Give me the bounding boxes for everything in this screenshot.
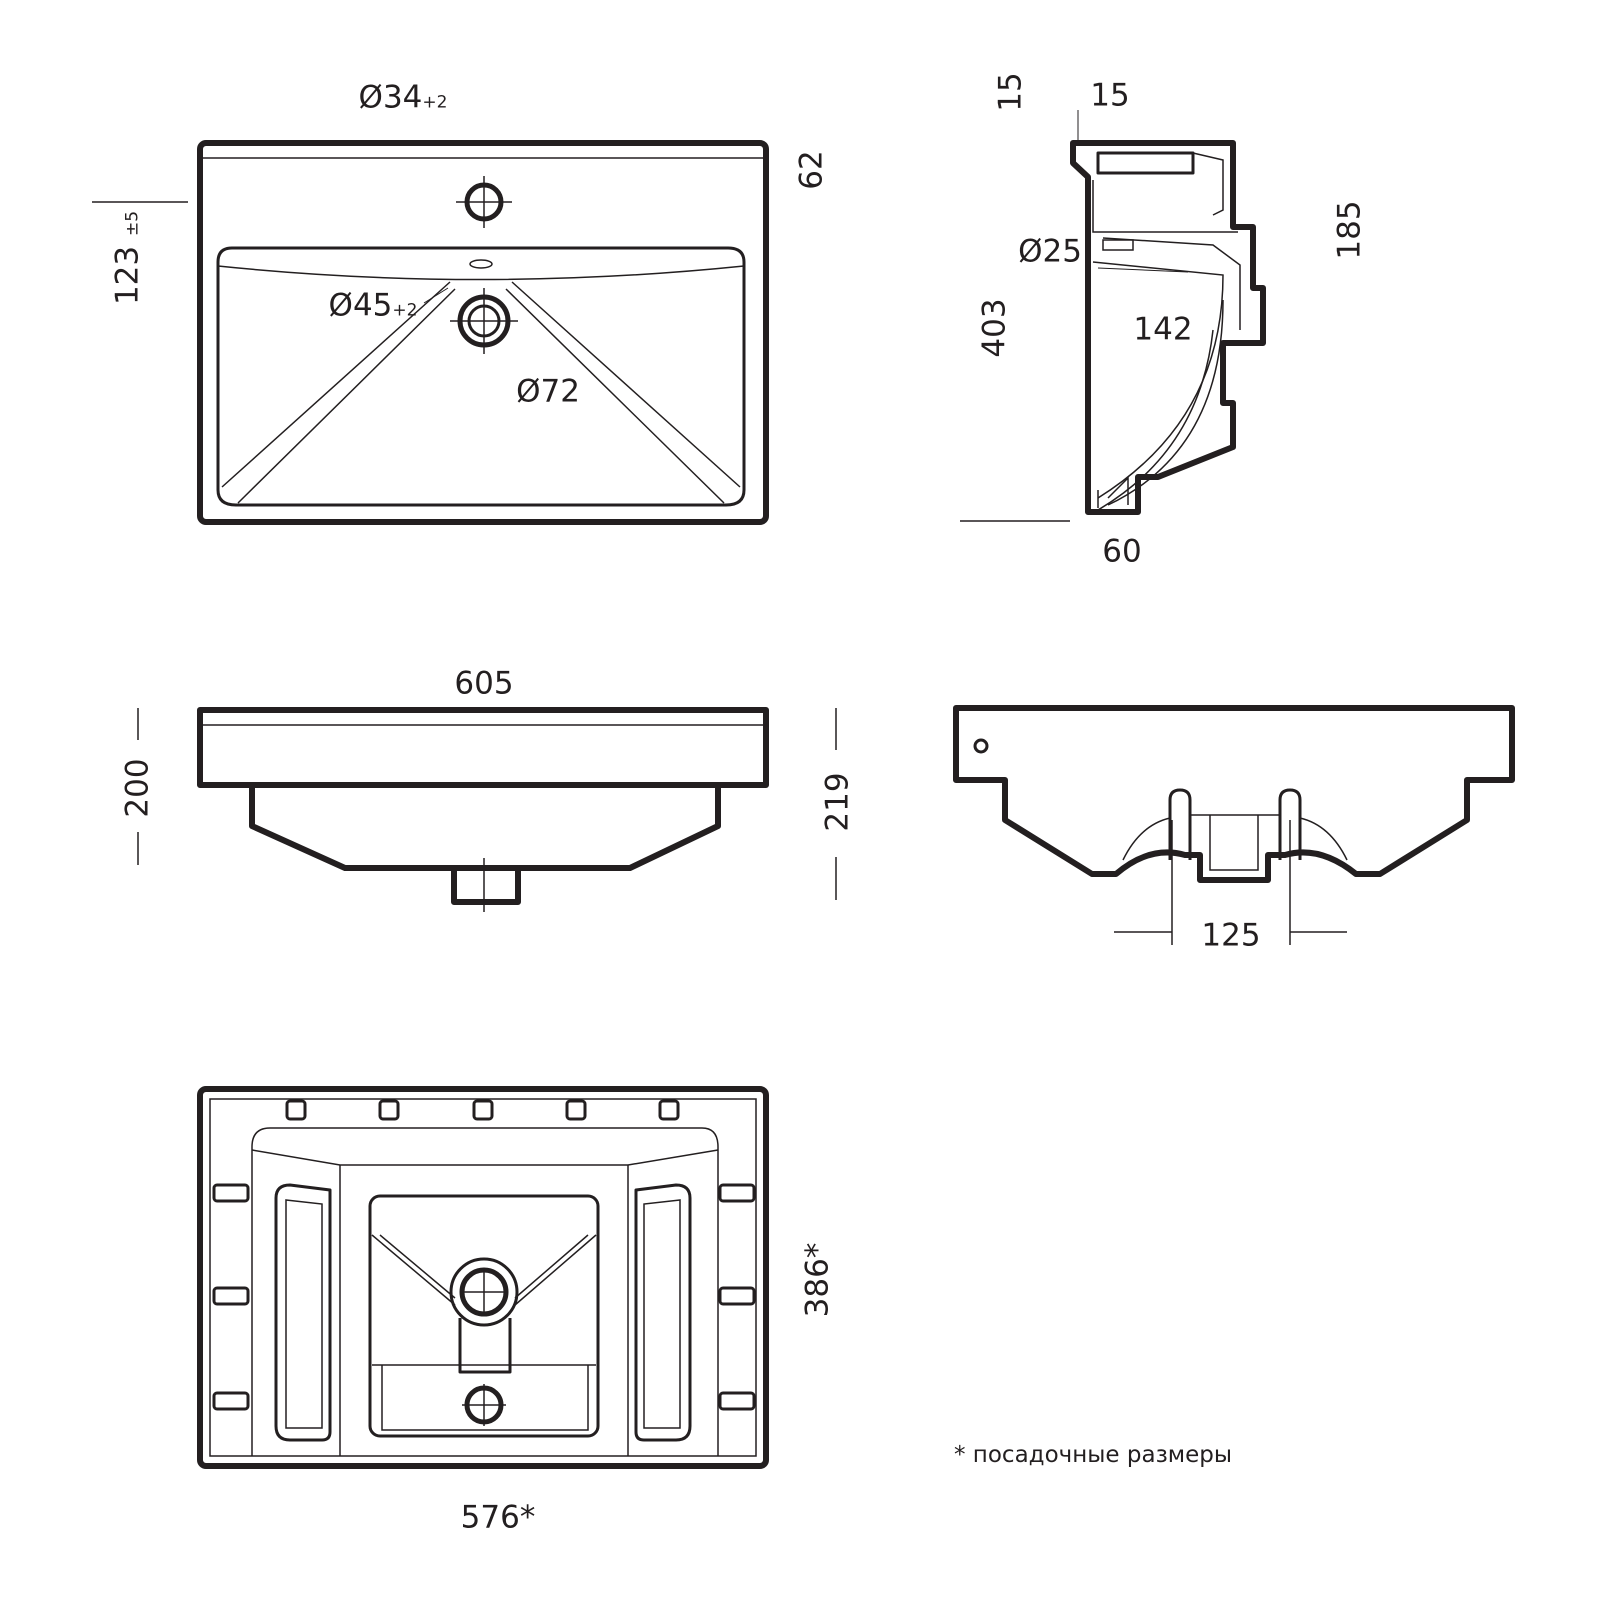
bottom-width-dimension: 60 xyxy=(1102,533,1142,570)
rear-view xyxy=(953,705,1515,945)
drain-bowl-dimension: Ø72 xyxy=(516,373,580,410)
height-right-dimension: 185 xyxy=(1331,200,1368,260)
front-view xyxy=(137,707,837,912)
footnote: * посадочные размеры xyxy=(954,1442,1233,1468)
top-offset-b-dimension: 15 xyxy=(1090,77,1130,114)
drain-hole-dimension: Ø45+2 xyxy=(328,287,418,324)
top-offset-a-dimension: 15 xyxy=(992,72,1029,112)
side-section xyxy=(960,110,1266,522)
mount-height-dimension: 386* xyxy=(799,1242,836,1318)
drain-hole-value: Ø45 xyxy=(328,287,393,324)
total-height-dimension: 403 xyxy=(976,298,1013,358)
front-width-dimension: 605 xyxy=(454,665,514,702)
bottom-view xyxy=(197,1086,769,1469)
overflow-boss xyxy=(462,1384,506,1426)
tap-hole-value: Ø34 xyxy=(358,79,423,116)
top-view xyxy=(92,140,769,525)
tap-hole-tolerance: +2 xyxy=(422,92,448,113)
tap-hole xyxy=(456,176,512,228)
front-height-left-dimension: 200 xyxy=(119,758,156,818)
inner-height-dimension: 142 xyxy=(1133,311,1193,348)
tap-hole-dimension: Ø34+2 xyxy=(358,79,448,116)
overflow-height-value: 123 xyxy=(109,245,146,306)
mount-width-dimension: 576* xyxy=(460,1499,536,1536)
overflow-height-dimension: 123 ±5 xyxy=(109,210,146,306)
drain-hole xyxy=(450,288,518,354)
drain-hole-tolerance: +2 xyxy=(392,300,418,321)
bracket-spacing-dimension: 125 xyxy=(1201,917,1261,954)
overflow-diameter-dimension: Ø25 xyxy=(1018,233,1082,270)
front-height-right-dimension: 219 xyxy=(819,772,856,832)
rim-depth-dimension: 62 xyxy=(793,150,830,190)
overflow-height-tolerance: ±5 xyxy=(122,210,143,237)
drain-boss xyxy=(449,1257,519,1327)
